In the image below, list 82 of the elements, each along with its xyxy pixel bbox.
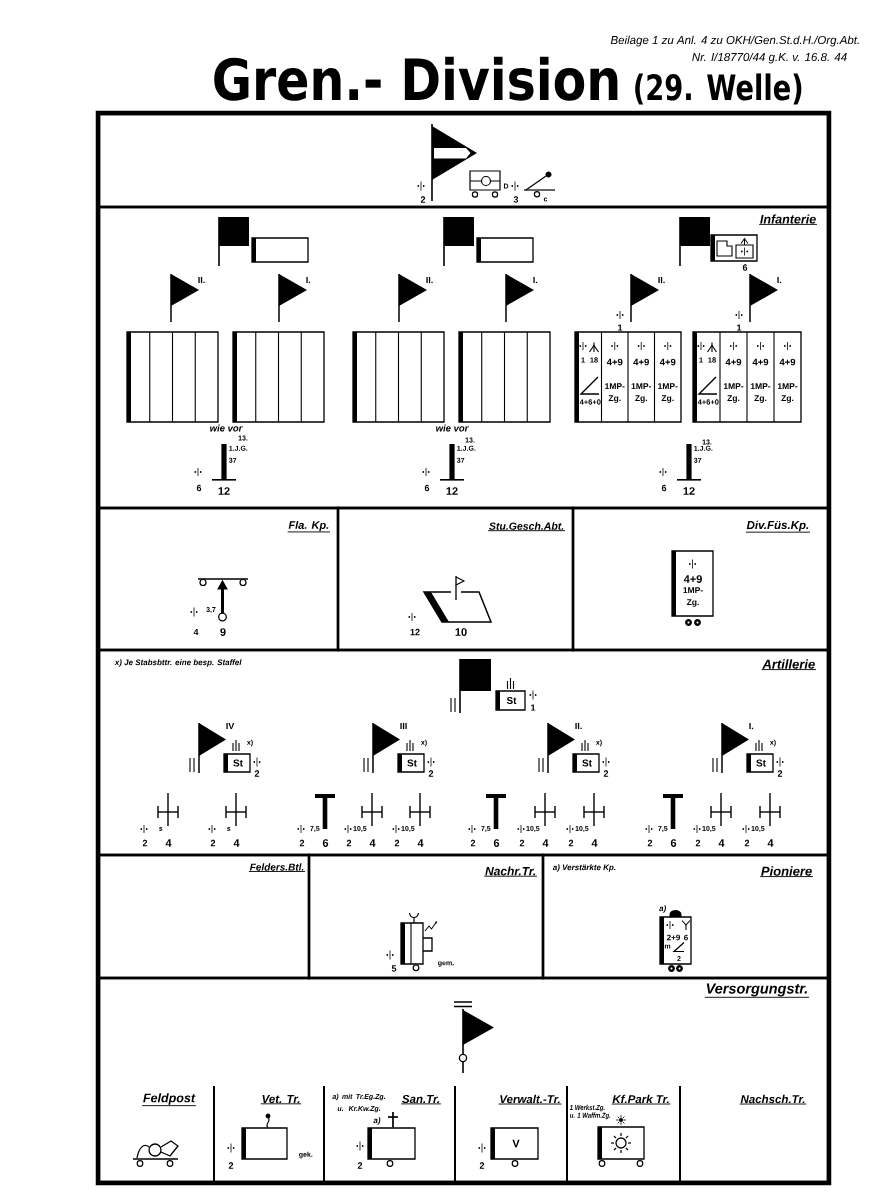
gun-count: 10	[455, 628, 467, 636]
unit-count: 2	[470, 839, 476, 847]
gun-count: 6	[493, 839, 500, 847]
unit-count: 2	[568, 839, 574, 847]
unit-count: 2	[744, 839, 750, 847]
footnote: x) Je Stabsbttr. eine besp. Staffel	[114, 659, 242, 667]
vehicle-box: V	[490, 1127, 539, 1160]
gun-count: 9	[220, 628, 226, 636]
gun-count: 4	[718, 839, 725, 847]
unit-count: 6	[196, 484, 202, 492]
reference-note: Beilage 1 zu Anl. 4 zu OKH/Gen.St.d.H./Org.Abt.	[610, 35, 859, 47]
unit-count: 2	[254, 770, 260, 777]
section-panel: Felders.Btl.	[97, 853, 311, 980]
battalion-box	[232, 331, 325, 423]
staff-battery-box: St	[572, 753, 600, 773]
unit-count: 2	[479, 1162, 485, 1169]
battalion-numeral: II.	[658, 276, 665, 284]
staff-box	[251, 237, 309, 263]
unit-count: 2	[346, 839, 352, 847]
unit-count: 6	[661, 484, 667, 492]
gun-count: 12	[683, 487, 695, 495]
gun-count: 6	[670, 839, 677, 847]
node-label: 2+9	[667, 934, 680, 941]
battalion-numeral: I.	[533, 276, 538, 284]
unit-count: 6	[742, 264, 748, 271]
battalion-numeral: II.	[426, 276, 433, 284]
note-text: wie vor	[436, 424, 469, 432]
unit-count: 2	[357, 1162, 363, 1169]
footnote-mark: a)	[373, 1117, 381, 1125]
unit-count: 2	[777, 770, 783, 777]
column-heading: Nachsch.Tr.	[739, 1094, 807, 1105]
unit-count: 1	[531, 704, 536, 711]
footnote-mark: a)	[659, 905, 666, 913]
column-heading: Kf.Park Tr.	[611, 1094, 671, 1105]
battalion-box	[458, 331, 551, 423]
column-heading: Verwalt.-Tr.	[498, 1094, 562, 1105]
unit-count: 4	[193, 628, 199, 636]
staff-battery-box: St	[397, 753, 425, 773]
gun-count: 4	[542, 839, 549, 847]
gun-count: 4	[417, 839, 424, 847]
gun-count: 6	[322, 839, 329, 847]
battalion-box	[126, 331, 219, 423]
battalion-box	[352, 331, 445, 423]
staff-battery-box: St	[746, 753, 774, 773]
company-box: 4+9 1MP- Zg.	[671, 550, 714, 617]
battalion-numeral: IV	[226, 722, 235, 730]
staff-box	[476, 237, 534, 263]
vehicle-box	[597, 1126, 645, 1160]
title: Gren.- Division	[214, 56, 618, 101]
column-heading: Feldpost	[141, 1093, 197, 1107]
node-label: 6	[684, 934, 688, 941]
battalion-numeral: II.	[575, 722, 582, 730]
note-text: wie vor	[210, 424, 243, 432]
unit-count: 6	[424, 484, 430, 492]
section-panel	[97, 112, 830, 209]
gun-count: 4	[591, 839, 598, 847]
column-heading: Vet. Tr.	[260, 1095, 302, 1105]
battalion-numeral: I.	[777, 276, 782, 284]
unit-count: 2	[519, 839, 525, 847]
gun-count: 4	[767, 839, 774, 847]
gun-count: 12	[446, 487, 458, 495]
unit-count: 2	[428, 770, 434, 777]
unit-count: 5	[391, 965, 397, 972]
battalion-numeral: I.	[749, 722, 754, 730]
battalion-numeral: III	[400, 722, 407, 730]
battalion-numeral: I.	[306, 276, 311, 284]
gun-count: 12	[218, 487, 230, 495]
unit-count: 2	[394, 839, 400, 847]
unit-count: 2	[420, 196, 426, 203]
gun-count: 4	[369, 839, 376, 847]
unit-count: 12	[410, 628, 420, 636]
footnote: a) Verstärkte Kp.	[552, 864, 616, 872]
unit-count: 3	[513, 196, 519, 203]
staff-battery-box: St	[495, 690, 526, 711]
unit-count: 2	[647, 839, 653, 847]
unit-count: 2	[228, 1162, 234, 1169]
column-heading: San.Tr.	[400, 1094, 442, 1105]
reference-note: Nr. I/18770/44 g.K. v. 16.8. 44	[692, 52, 847, 64]
unit-count: 2	[695, 839, 701, 847]
battalion-numeral: II.	[198, 276, 205, 284]
unit-count: 2	[603, 770, 609, 777]
staff-battery-box: St	[223, 753, 251, 773]
